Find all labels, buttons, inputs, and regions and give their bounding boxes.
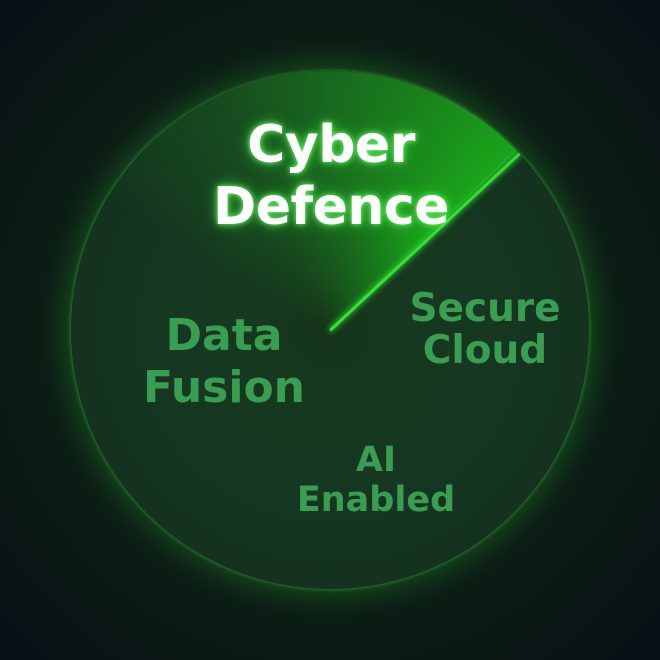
label-cyber-defence: Cyber Defence xyxy=(213,114,449,238)
label-data-fusion-line2: Fusion xyxy=(142,362,306,413)
label-secure-cloud: Secure Cloud xyxy=(409,288,560,372)
label-secure-cloud-line1: Secure xyxy=(409,286,561,331)
radar-circle xyxy=(71,71,589,589)
label-ai-enabled-line2: Enabled xyxy=(296,480,456,520)
label-data-fusion: Data Fusion xyxy=(143,310,305,414)
label-ai-enabled: AI Enabled xyxy=(297,440,455,520)
label-data-fusion-line1: Data xyxy=(165,310,283,361)
label-cyber-defence-line2: Defence xyxy=(213,177,449,237)
label-secure-cloud-line2: Cloud xyxy=(422,328,548,373)
label-ai-enabled-line1: AI xyxy=(355,440,397,480)
label-cyber-defence-line1: Cyber xyxy=(247,115,415,175)
